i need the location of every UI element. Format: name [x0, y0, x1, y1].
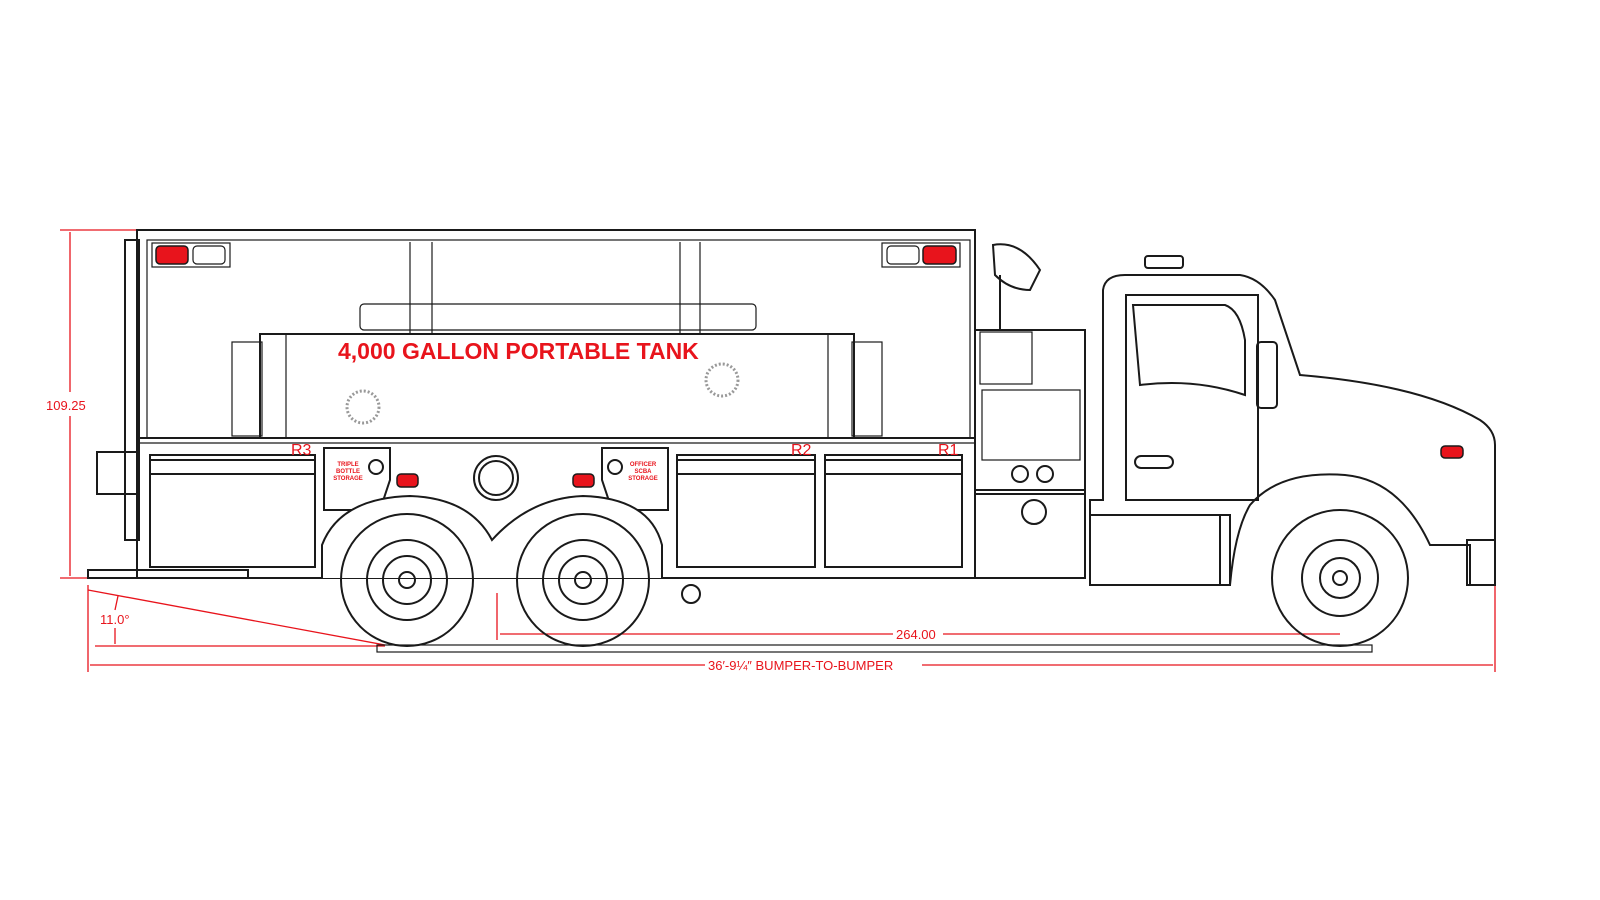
- compartment-r2[interactable]: R2: [676, 442, 816, 568]
- storage-label: SCBA: [634, 469, 652, 475]
- storage-label: STORAGE: [333, 476, 363, 482]
- compartment-label: R1: [938, 442, 959, 459]
- marker-light: [922, 245, 957, 265]
- fuel-step: [1089, 514, 1231, 586]
- tank-label: 4,000 GALLON PORTABLE TANK: [338, 338, 699, 364]
- side-marker-light: [572, 473, 595, 488]
- door-handle[interactable]: [1134, 455, 1174, 469]
- compartment-r3[interactable]: R3: [149, 442, 316, 568]
- deck-gun: [991, 243, 1042, 330]
- vent-mesh: [345, 389, 381, 425]
- triple-bottle-storage-door[interactable]: TRIPLE BOTTLE STORAGE: [323, 447, 391, 511]
- storage-label: OFFICER: [630, 462, 657, 468]
- front-wheel: [1271, 509, 1409, 647]
- tanker-body: 4,000 GALLON PORTABLE TANK R3 R2 R1: [87, 229, 976, 579]
- side-mirror: [1256, 341, 1278, 409]
- drain-valve: [681, 584, 701, 604]
- cab-window: [1131, 304, 1246, 397]
- officer-scba-storage-door[interactable]: OFFICER SCBA STORAGE: [601, 447, 669, 511]
- compartment-label: R2: [791, 442, 812, 459]
- departure-angle-dimension: 11.0°: [87, 589, 386, 647]
- front-bumper: [1466, 539, 1496, 586]
- storage-label: TRIPLE: [337, 462, 358, 468]
- front-marker-light: [1440, 445, 1464, 459]
- departure-angle-value: 11.0°: [100, 612, 130, 627]
- wheelbase-dimension: 264.00: [496, 593, 1340, 642]
- marker-light: [155, 245, 189, 265]
- rear-wheel-2: [516, 513, 650, 647]
- compartment-r1[interactable]: R1: [824, 442, 963, 568]
- height-value: 109.25: [46, 398, 86, 413]
- overall-length-dimension: 36′-9¼″ BUMPER-TO-BUMPER: [87, 585, 1496, 673]
- rear-wheel-1: [340, 513, 474, 647]
- height-dimension: 109.25: [46, 229, 137, 579]
- wheelbase-value: 264.00: [896, 627, 936, 642]
- light-bar: [1144, 255, 1184, 269]
- hard-suction-tube: [359, 303, 757, 331]
- storage-label: BOTTLE: [336, 469, 360, 475]
- side-marker-light: [396, 473, 419, 488]
- fill-port: [473, 455, 519, 501]
- overall-length-value: 36′-9¼″ BUMPER-TO-BUMPER: [708, 658, 893, 673]
- truck-cab: [1089, 255, 1496, 586]
- vent-mesh: [704, 362, 740, 398]
- ground-line: [376, 644, 1373, 653]
- storage-label: STORAGE: [628, 476, 658, 482]
- pump-panel: [974, 243, 1086, 579]
- compartment-label: R3: [291, 442, 312, 459]
